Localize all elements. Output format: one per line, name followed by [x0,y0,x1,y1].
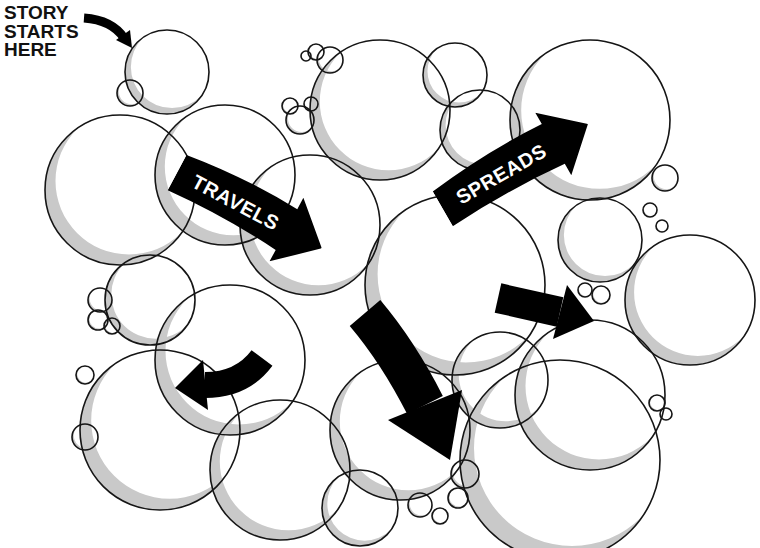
bubble [652,165,678,191]
bubble-outlines [45,30,755,548]
bubble-shadow [76,365,95,384]
bubble [304,97,318,111]
bubble [155,285,305,435]
bubble [643,203,657,217]
bubble-shadow [432,507,449,524]
bubble [317,47,343,73]
bubble [578,283,592,297]
bubble [117,80,143,106]
bubble [72,424,98,450]
arrow-fill [424,93,606,239]
arrow-body [498,298,560,312]
bubble [282,98,298,114]
bubble [76,366,94,384]
bubble [322,470,398,546]
bubble-shadow [408,492,433,517]
bubble [656,220,668,232]
bubble-shadow [652,164,679,191]
bubble [310,40,450,180]
bubble-shadow [515,312,673,470]
bubble-shadow [656,219,669,232]
bubble [104,318,120,334]
bubble-shadow [592,285,611,304]
bubble [660,408,672,420]
bubble [125,30,209,114]
bubble-shadow [72,423,99,450]
bubble [105,255,195,345]
bubble-shadow [88,287,113,312]
bubble [448,488,468,508]
arrow-body [205,358,262,385]
bubble [301,51,311,61]
arrow-banner: TRAVELS [161,140,339,280]
bubble-shadow [578,282,593,297]
arrow-head [388,390,462,460]
bubble-shadow [282,97,299,114]
bubble [88,310,108,330]
bubble [423,43,487,107]
bubble [88,288,112,312]
bubble-shadow [643,202,658,217]
bubble [460,360,660,548]
bubble [592,286,610,304]
arrow-body [365,313,425,405]
bubble [432,508,448,524]
bubble-shadow [125,26,213,114]
arrow-head [175,360,208,410]
bubble-shadow [448,487,469,508]
bubble [210,400,350,540]
start-note: STORY STARTS HERE [4,4,86,60]
black-arrows [84,18,594,460]
arrow-banner: SPREADS [424,93,606,239]
bubble [558,198,642,282]
bubble [625,235,755,365]
bubble [515,320,665,470]
bubble [408,493,432,517]
bubble [452,332,548,428]
bubble [451,460,479,488]
arrow-fill [161,140,339,280]
arrow-head [116,30,132,48]
bubble-shadow [301,50,312,61]
bubble-shadow [155,277,313,435]
bubble-shadow [322,466,402,546]
arrow-head [553,285,594,339]
arrow-body [84,18,124,38]
bubble-shading [45,26,760,548]
